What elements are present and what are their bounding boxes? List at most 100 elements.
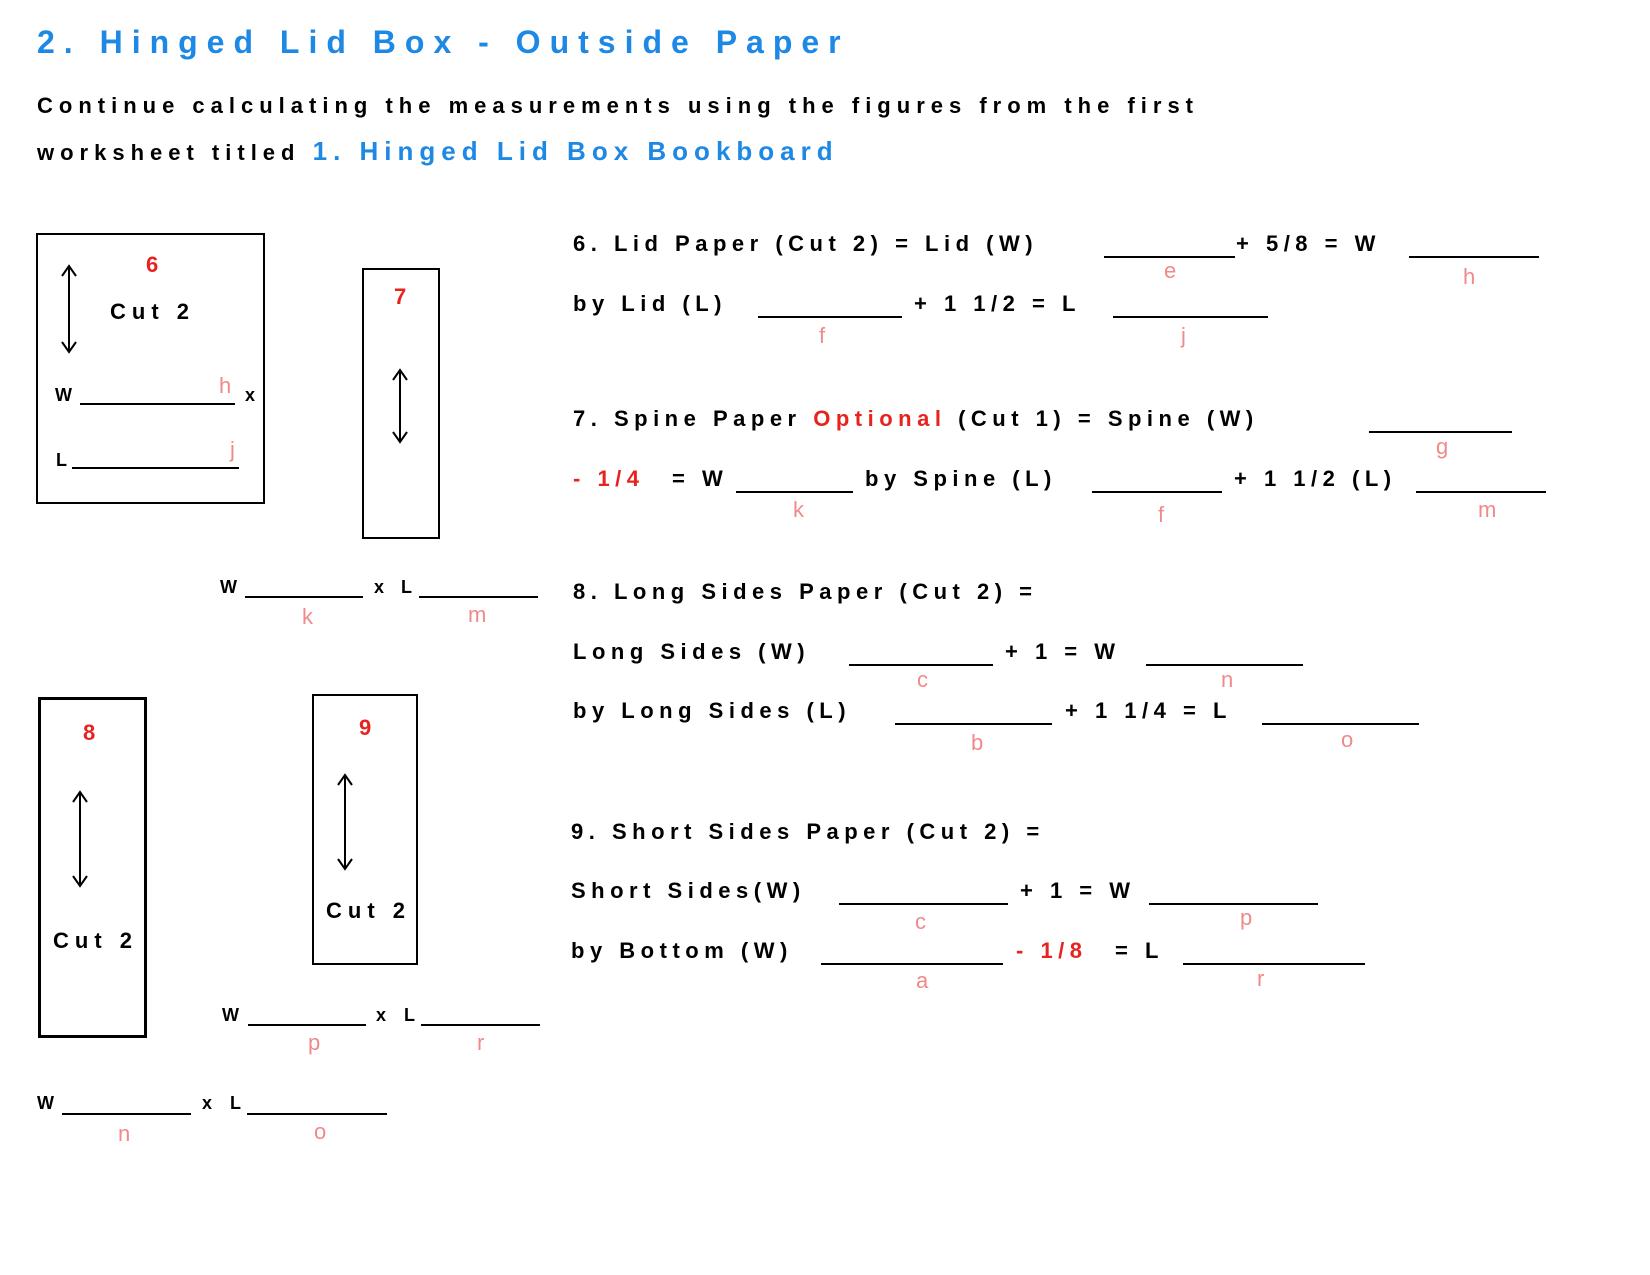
figure-7-w-blank[interactable] — [245, 596, 363, 598]
figure-6-w-blank[interactable] — [80, 403, 235, 405]
figure-6-cut-label: Cut 2 — [110, 299, 195, 324]
figure-6-x: x — [245, 385, 256, 405]
spine-l-blank[interactable] — [1092, 491, 1222, 493]
short-sides-w-blank[interactable] — [839, 903, 1008, 905]
lid-paper-l-blank[interactable] — [1113, 316, 1268, 318]
spine-paper-l-blank[interactable] — [1416, 491, 1546, 493]
figure-9-short-sides-paper — [312, 694, 418, 965]
section-8-title: 8. Long Sides Paper (Cut 2) = — [573, 579, 1038, 604]
section-9-minus: - 1/8 — [1016, 938, 1088, 963]
figure-8-w-letter: n — [118, 1121, 131, 1146]
figure-7-l-label: L — [401, 577, 412, 597]
figure-9-w-letter: p — [308, 1030, 321, 1055]
lid-l-blank[interactable] — [758, 316, 902, 318]
figure-8-l-blank[interactable] — [247, 1113, 387, 1115]
section-7-by-spine: by Spine (L) — [865, 466, 1057, 491]
double-arrow-icon — [392, 368, 408, 444]
section-8-line-3-text: by Long Sides (L) — [573, 698, 852, 723]
section-7-minus: - 1/4 — [573, 466, 645, 491]
section-9-line-2-suffix: + 1 = W — [1020, 878, 1136, 903]
short-sides-w-letter: c — [915, 909, 926, 934]
lid-l-letter: f — [819, 323, 826, 348]
long-sides-paper-l-letter: o — [1341, 727, 1354, 752]
bookboard-worksheet-reference: 1. Hinged Lid Box Bookboard — [312, 136, 839, 166]
lid-paper-l-letter: j — [1181, 323, 1186, 348]
long-sides-w-letter: c — [917, 667, 928, 692]
figure-7-spine-paper — [362, 268, 440, 539]
lid-w-blank[interactable] — [1104, 256, 1235, 258]
short-sides-paper-w-letter: p — [1240, 905, 1253, 930]
figure-9-l-blank[interactable] — [421, 1024, 540, 1026]
double-arrow-icon — [61, 264, 77, 354]
figure-6-w-letter: h — [219, 373, 232, 398]
intro-line-2: worksheet titled 1. Hinged Lid Box Bookb… — [37, 136, 839, 167]
section-7-eq-w: = W — [672, 466, 729, 491]
figure-8-long-sides-paper — [38, 697, 147, 1038]
double-arrow-icon — [72, 790, 88, 888]
section-9-title: 9. Short Sides Paper (Cut 2) = — [571, 819, 1045, 844]
long-sides-paper-w-letter: n — [1221, 667, 1234, 692]
figure-6-l-blank[interactable] — [72, 467, 239, 469]
figure-9-cut-label: Cut 2 — [326, 898, 411, 923]
section-6-line-1-text: 6. Lid Paper (Cut 2) = Lid (W) — [573, 231, 1039, 256]
intro-prefix: worksheet titled — [37, 140, 301, 165]
figure-9-w-blank[interactable] — [248, 1024, 366, 1026]
long-sides-paper-w-blank[interactable] — [1146, 664, 1303, 666]
section-9-line-2-text: Short Sides(W) — [571, 878, 806, 903]
figure-8-w-label: W — [37, 1093, 54, 1113]
bottom-w-blank[interactable] — [821, 963, 1003, 965]
figure-8-number: 8 — [83, 720, 96, 745]
section-8-line-3-suffix: + 1 1/4 = L — [1065, 698, 1232, 723]
section-8-line-2-text: Long Sides (W) — [573, 639, 811, 664]
spine-l-letter: f — [1158, 502, 1165, 527]
figure-9-x: x — [376, 1005, 387, 1025]
page-title: 2. Hinged Lid Box - Outside Paper — [37, 24, 850, 60]
figure-8-cut-label: Cut 2 — [53, 928, 138, 953]
long-sides-l-blank[interactable] — [895, 723, 1052, 725]
spine-paper-w-blank[interactable] — [736, 491, 853, 493]
lid-paper-w-blank[interactable] — [1409, 256, 1539, 258]
short-sides-paper-w-blank[interactable] — [1149, 903, 1318, 905]
figure-9-l-letter: r — [477, 1030, 485, 1055]
section-7-title-suffix: (Cut 1) = Spine (W) — [958, 406, 1259, 431]
section-8-line-2-suffix: + 1 = W — [1005, 639, 1121, 664]
section-6-line-2-text: by Lid (L) — [573, 291, 727, 316]
section-7-title: 7. Spine Paper — [573, 406, 802, 431]
intro-line-1: Continue calculating the measurements us… — [37, 93, 1200, 118]
figure-7-l-blank[interactable] — [419, 596, 538, 598]
figure-7-l-letter: m — [468, 602, 487, 627]
lid-w-letter: e — [1164, 258, 1177, 283]
section-9-eq-l: = L — [1115, 938, 1164, 963]
spine-paper-l-letter: m — [1478, 497, 1497, 522]
figure-9-w-label: W — [222, 1005, 239, 1025]
figure-6-number: 6 — [146, 252, 159, 277]
section-7-plus: + 1 1/2 (L) — [1234, 466, 1397, 491]
short-sides-paper-l-blank[interactable] — [1183, 963, 1365, 965]
figure-7-x: x — [374, 577, 385, 597]
figure-8-w-blank[interactable] — [62, 1113, 191, 1115]
figure-6-l-letter: j — [230, 437, 235, 462]
short-sides-paper-l-letter: r — [1257, 966, 1265, 991]
figure-8-x: x — [202, 1093, 213, 1113]
section-7-line-1: 7. Spine Paper Optional (Cut 1) = Spine … — [573, 406, 1259, 432]
figure-7-number: 7 — [394, 284, 407, 309]
figure-7-w-letter: k — [302, 604, 313, 629]
lid-paper-w-letter: h — [1463, 264, 1476, 289]
figure-6-lid-paper — [36, 233, 265, 504]
figure-9-l-label: L — [404, 1005, 415, 1025]
figure-8-l-letter: o — [314, 1119, 327, 1144]
figure-7-w-label: W — [220, 577, 237, 597]
section-9-line-3-text: by Bottom (W) — [571, 938, 793, 963]
optional-label: Optional — [813, 406, 947, 431]
spine-w-letter: g — [1436, 434, 1449, 459]
double-arrow-icon — [337, 773, 353, 871]
long-sides-w-blank[interactable] — [849, 664, 993, 666]
long-sides-paper-l-blank[interactable] — [1262, 723, 1419, 725]
figure-6-w-label: W — [55, 385, 72, 405]
spine-w-blank[interactable] — [1369, 431, 1512, 433]
figure-6-l-label: L — [56, 450, 67, 470]
figure-8-l-label: L — [230, 1093, 241, 1113]
section-6-line-1-suffix: + 5/8 = W — [1236, 231, 1381, 256]
bottom-w-letter: a — [916, 968, 929, 993]
long-sides-l-letter: b — [971, 730, 984, 755]
